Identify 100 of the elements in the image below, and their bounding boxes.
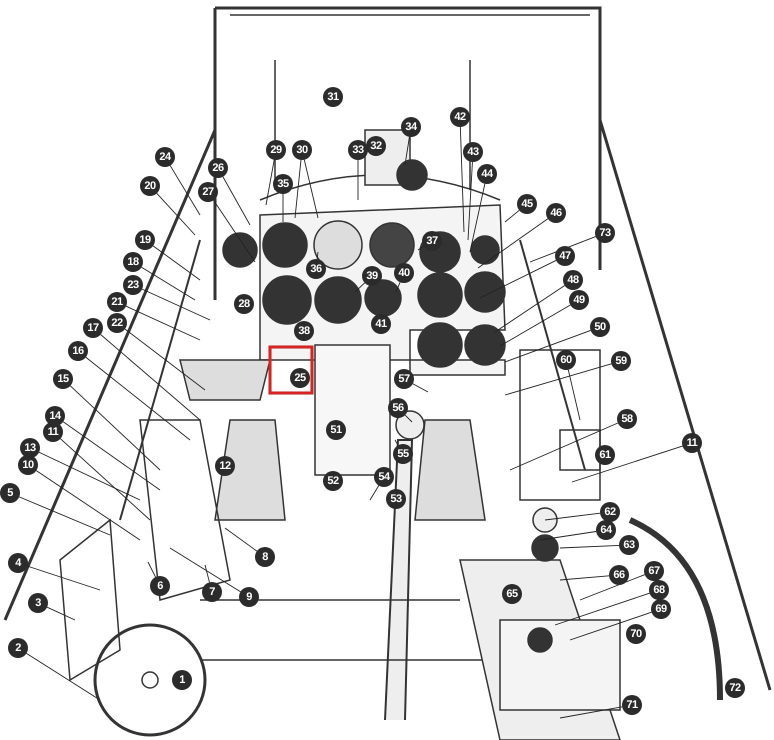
callout-number: 55 bbox=[393, 444, 413, 464]
callout-number: 58 bbox=[617, 409, 637, 429]
leader-line bbox=[126, 306, 200, 340]
callout-number: 3 bbox=[28, 593, 48, 613]
leader-line bbox=[510, 422, 618, 470]
leader-line bbox=[500, 304, 571, 346]
leader-line bbox=[404, 136, 410, 166]
callout-number: 60 bbox=[556, 350, 576, 370]
leader-line bbox=[460, 126, 464, 232]
callout-number: 28 bbox=[234, 294, 254, 314]
leader-line bbox=[396, 282, 401, 292]
callout-number: 54 bbox=[374, 467, 394, 487]
callout-number: 73 bbox=[595, 223, 615, 243]
leader-line bbox=[62, 421, 160, 490]
leader-line bbox=[394, 440, 398, 446]
leader-line bbox=[156, 192, 196, 236]
callout-number: 47 bbox=[555, 246, 575, 266]
callout-number: 4 bbox=[8, 553, 28, 573]
leader-line bbox=[70, 385, 160, 470]
leader-line bbox=[412, 383, 428, 392]
leader-line bbox=[213, 200, 256, 262]
callout-number: 15 bbox=[53, 369, 73, 389]
leader-line bbox=[370, 485, 380, 500]
leader-line bbox=[85, 356, 190, 440]
callout-number: 30 bbox=[292, 140, 312, 160]
leader-line bbox=[570, 612, 652, 640]
leader-line bbox=[470, 183, 486, 252]
leader-line bbox=[294, 160, 302, 218]
leader-line bbox=[480, 260, 556, 298]
leader-line bbox=[468, 162, 473, 240]
leader-line bbox=[544, 512, 601, 520]
leader-line bbox=[222, 176, 250, 226]
callout-number: 72 bbox=[725, 678, 745, 698]
callout-number: 19 bbox=[135, 230, 155, 250]
leader-line bbox=[304, 159, 318, 218]
callout-number: 22 bbox=[107, 313, 127, 333]
callout-number: 45 bbox=[517, 194, 537, 214]
leader-line bbox=[142, 288, 210, 320]
callout-number: 21 bbox=[107, 292, 127, 312]
leader-line bbox=[204, 564, 210, 583]
leader-line bbox=[124, 328, 206, 390]
leader-line bbox=[554, 592, 650, 626]
callout-number: 6 bbox=[150, 576, 170, 596]
leader-line bbox=[560, 575, 610, 580]
callout-number: 18 bbox=[123, 252, 143, 272]
leader-line bbox=[560, 544, 620, 548]
callout-number: 67 bbox=[644, 561, 664, 581]
callout-number: 5 bbox=[0, 483, 20, 503]
callout-number: 66 bbox=[609, 565, 629, 585]
callout-number: 10 bbox=[18, 455, 38, 475]
callout-number: 71 bbox=[622, 695, 642, 715]
callout-number: 2 bbox=[8, 638, 28, 658]
callout-number: 35 bbox=[273, 174, 293, 194]
callout-number: 44 bbox=[477, 164, 497, 184]
leader-line bbox=[18, 496, 110, 536]
callout-number: 24 bbox=[155, 147, 175, 167]
callout-number: 53 bbox=[386, 489, 406, 509]
leader-line bbox=[540, 531, 597, 540]
leader-line bbox=[26, 652, 100, 700]
leader-line bbox=[224, 528, 258, 552]
leader-line bbox=[141, 266, 196, 300]
callout-number: 16 bbox=[68, 341, 88, 361]
callout-number: 50 bbox=[590, 317, 610, 337]
callout-number: 33 bbox=[348, 140, 368, 160]
callout-number: 14 bbox=[45, 406, 65, 426]
callout-number: 52 bbox=[323, 471, 343, 491]
leader-line bbox=[418, 246, 424, 250]
leader-line bbox=[316, 252, 318, 260]
callout-number: 20 bbox=[140, 176, 160, 196]
callout-number: 63 bbox=[619, 535, 639, 555]
callout-number: 43 bbox=[463, 142, 483, 162]
leader-line bbox=[478, 218, 548, 268]
callout-number: 1 bbox=[172, 670, 192, 690]
leader-line bbox=[60, 438, 150, 520]
callout-number: 23 bbox=[123, 275, 143, 295]
callout-number: 27 bbox=[198, 182, 218, 202]
callout-number: 42 bbox=[450, 107, 470, 127]
callout-number: 68 bbox=[649, 580, 669, 600]
leader-line bbox=[530, 236, 596, 262]
callout-number: 25 bbox=[290, 368, 310, 388]
leader-line bbox=[170, 548, 241, 592]
callout-number: 7 bbox=[202, 582, 222, 602]
callout-number: 34 bbox=[401, 117, 421, 137]
leader-line bbox=[404, 414, 412, 422]
leader-line bbox=[36, 470, 140, 540]
leader-line bbox=[572, 446, 683, 482]
leader-line bbox=[38, 452, 140, 500]
callout-number: 61 bbox=[595, 445, 615, 465]
callout-number: 48 bbox=[563, 270, 583, 290]
leader-line bbox=[148, 562, 156, 578]
leader-line bbox=[568, 369, 580, 420]
callout-number: 49 bbox=[569, 290, 589, 310]
callout-number: 62 bbox=[600, 502, 620, 522]
leader-line bbox=[46, 606, 76, 620]
callout-number: 31 bbox=[323, 87, 343, 107]
callout-number: 29 bbox=[266, 140, 286, 160]
callout-number: 57 bbox=[394, 369, 414, 389]
leader-line bbox=[170, 165, 200, 216]
callout-number: 13 bbox=[20, 438, 40, 458]
callout-number: 70 bbox=[626, 624, 646, 644]
